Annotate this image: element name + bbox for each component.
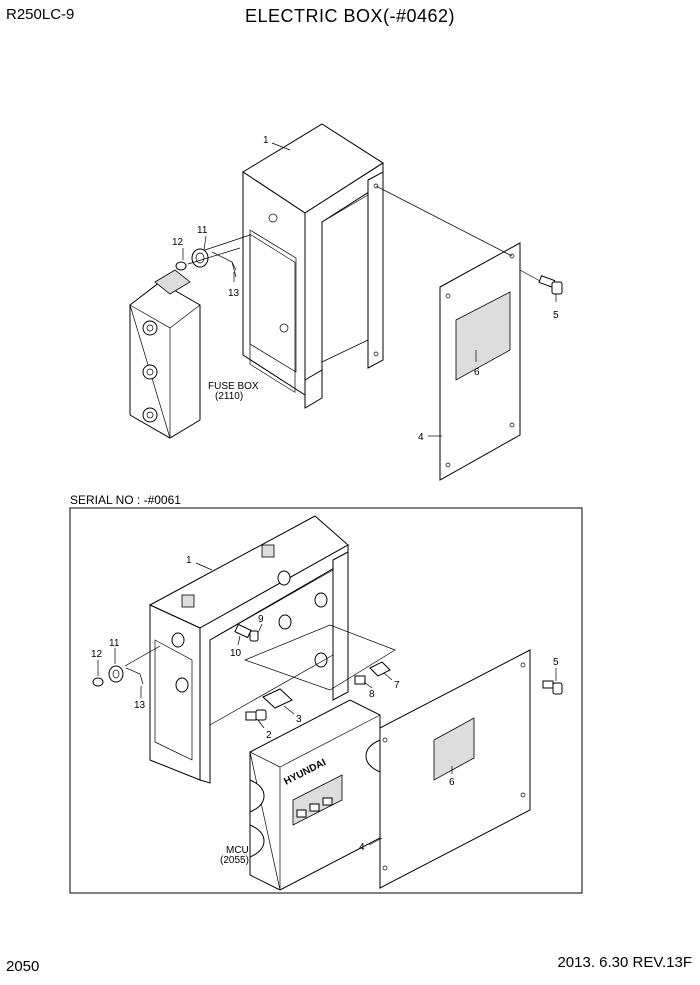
fuse-box-code: (2110) xyxy=(215,391,243,402)
serial-range-label: SERIAL NO : -#0061 xyxy=(70,493,181,507)
model-number: R250LC-9 xyxy=(6,6,75,23)
bracket-part-1-bottom xyxy=(148,515,396,784)
bolt-part-5 xyxy=(519,269,563,295)
callout-bottom-2: 2 xyxy=(266,730,272,741)
top-callout-leaders xyxy=(182,142,557,437)
callout-bottom-12: 12 xyxy=(91,649,103,660)
callout-bottom-1: 1 xyxy=(186,555,192,566)
connector-parts-top xyxy=(175,234,251,278)
callout-top-12: 12 xyxy=(172,237,184,248)
serial-variant-frame xyxy=(69,507,583,894)
callout-bottom-7: 7 xyxy=(394,680,400,691)
callout-bottom-11: 11 xyxy=(109,638,120,649)
connector-parts-bottom xyxy=(92,645,161,687)
callout-bottom-9: 9 xyxy=(258,614,264,625)
callout-bottom-3: 3 xyxy=(296,714,302,725)
callout-top-13: 13 xyxy=(228,288,240,299)
page-number: 2050 xyxy=(6,958,40,975)
callout-top-4: 4 xyxy=(418,432,424,443)
callout-top-6: 6 xyxy=(474,367,480,378)
plate-part-4-bottom xyxy=(379,649,531,889)
page-title: ELECTRIC BOX(-#0462) xyxy=(244,6,456,26)
callout-bottom-10: 10 xyxy=(230,648,242,659)
plate-part-4 xyxy=(375,185,521,481)
top-assembly xyxy=(129,123,563,481)
callout-top-1: 1 xyxy=(263,135,269,146)
mcu-unit: HYUNDAI xyxy=(249,699,381,891)
mcu-label: MCU xyxy=(226,845,249,856)
bottom-assembly: HYUNDAI xyxy=(92,515,563,891)
callout-bottom-6: 6 xyxy=(449,777,455,788)
revision-date: 2013. 6.30 REV.13F xyxy=(557,954,692,971)
callout-bottom-5: 5 xyxy=(553,657,559,668)
fuse-box xyxy=(129,269,201,439)
bracket-part-1 xyxy=(242,123,384,409)
bottom-callout-leaders xyxy=(97,562,557,846)
callout-top-11: 11 xyxy=(197,225,208,236)
callout-bottom-8: 8 xyxy=(369,689,375,700)
callout-bottom-13: 13 xyxy=(134,700,146,711)
callout-bottom-4: 4 xyxy=(359,842,365,853)
fasteners-bottom xyxy=(234,623,563,721)
fuse-box-label: FUSE BOX xyxy=(208,381,259,392)
callout-top-5: 5 xyxy=(553,310,559,321)
mcu-code: (2055) xyxy=(220,855,249,866)
